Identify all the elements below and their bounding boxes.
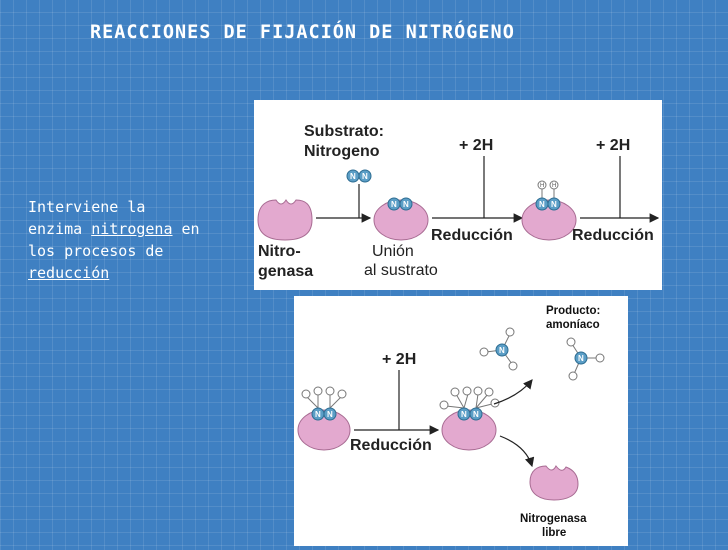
- intro-line-1: Interviene la: [28, 198, 146, 216]
- intro-line-2-post: en: [172, 220, 200, 238]
- binding-label-line-2: al sustrato: [364, 262, 438, 279]
- reaction-diagram-bottom: N N + 2H Reducción N N Producto: amoníac…: [294, 296, 628, 546]
- arrow-to-free-enzyme: [499, 435, 535, 468]
- ammonia-molecule-1: N: [479, 327, 518, 371]
- free-enzyme-label-line-2: libre: [542, 527, 566, 539]
- product-label-line-2: amoníaco: [546, 319, 600, 331]
- reduccion-link[interactable]: reducción: [28, 264, 110, 282]
- n-atom-label: N: [473, 410, 479, 419]
- substrate-label-line-2: Nitrogeno: [304, 143, 380, 160]
- enzyme-label-line-1: Nitro-: [258, 243, 301, 260]
- n-atom-label: N: [362, 172, 368, 181]
- binding-label-line-1: Unión: [372, 243, 414, 260]
- n-atom-label: N: [327, 410, 333, 419]
- intro-line-4: reducción: [28, 262, 238, 284]
- h-atom-label: H: [552, 183, 556, 189]
- n-atom-label: N: [551, 200, 557, 209]
- n-atom-label: N: [391, 200, 397, 209]
- intro-text: Interviene la enzima nitrogena en los pr…: [28, 196, 238, 284]
- n-atom-label: N: [539, 200, 545, 209]
- n2h6-intermediate: N N: [439, 386, 500, 421]
- n-atom-label: N: [350, 172, 356, 181]
- n2-molecule: N N: [346, 169, 372, 183]
- intro-line-3: los procesos de: [28, 242, 164, 260]
- h-atom-label: H: [540, 183, 544, 189]
- enzyme-intermediate-2: [297, 409, 351, 451]
- reduction-label-3: Reducción: [350, 437, 432, 454]
- product-label-line-1: Producto:: [546, 305, 600, 317]
- plus-2h-label-1: + 2H: [459, 137, 493, 154]
- reduction-label-1: Reducción: [431, 227, 513, 244]
- free-enzyme-label-line-1: Nitrogenasa: [520, 513, 587, 525]
- slide-title: REACCIONES DE FIJACIÓN DE NITRÓGENO: [90, 22, 515, 43]
- substrate-label-line-1: Substrato:: [304, 123, 384, 140]
- bound-n2: N N: [387, 197, 413, 211]
- nitrogenase-enzyme-free: [257, 199, 313, 241]
- plus-2h-label-2: + 2H: [596, 137, 630, 154]
- intro-line-2-pre: enzima: [28, 220, 92, 238]
- n-atom-label: N: [499, 346, 505, 355]
- reduction-label-2: Reducción: [572, 227, 654, 244]
- intro-line-2: enzima nitrogena en: [28, 218, 238, 240]
- reaction-diagram-top: Nitro- genasa Substrato: Nitrogeno N N N…: [254, 100, 662, 290]
- nitrogenase-enzyme-released: [529, 465, 579, 501]
- n2h4-intermediate: N N: [301, 386, 347, 421]
- n-atom-label: N: [315, 410, 321, 419]
- n2h2-intermediate: H H N N: [535, 180, 561, 211]
- enzyme-label-line-2: genasa: [258, 263, 313, 280]
- reaction-diagram-bottom-svg: N N + 2H Reducción N N Producto: amoníac…: [297, 305, 605, 539]
- arrow-to-ammonia: [493, 379, 533, 405]
- nitrogena-link[interactable]: nitrogena: [91, 220, 173, 238]
- ammonia-molecule-2: N: [566, 337, 605, 381]
- plus-2h-label-3: + 2H: [382, 351, 416, 368]
- n-atom-label: N: [403, 200, 409, 209]
- n-atom-label: N: [578, 354, 584, 363]
- n-atom-label: N: [461, 410, 467, 419]
- reaction-diagram-top-svg: Nitro- genasa Substrato: Nitrogeno N N N…: [257, 123, 660, 280]
